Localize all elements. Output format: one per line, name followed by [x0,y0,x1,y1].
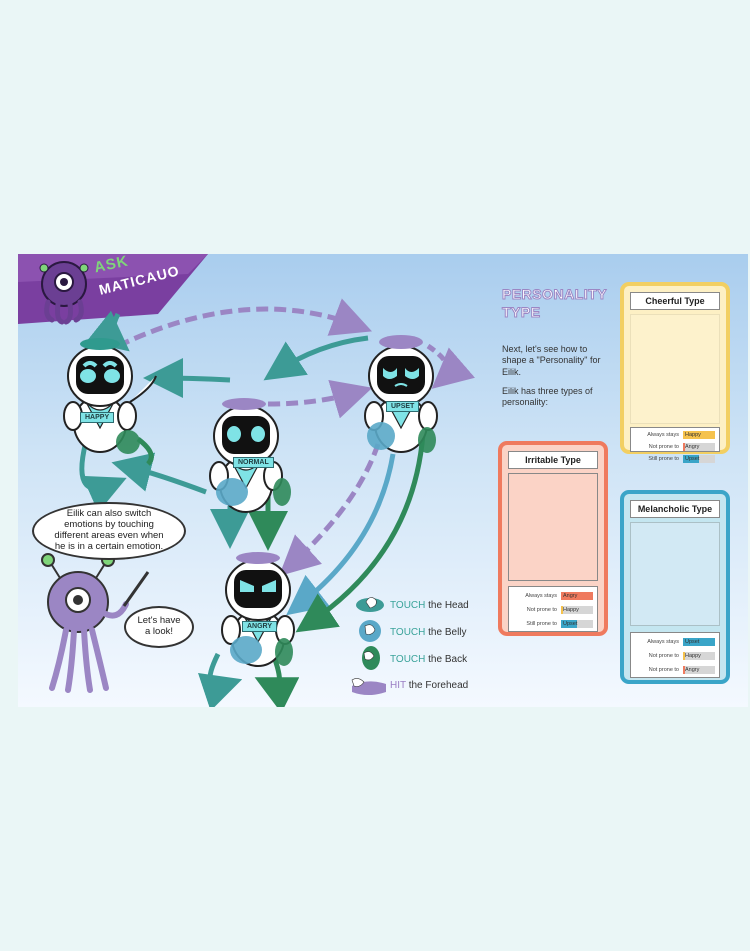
stat-value: Happy [685,432,701,438]
stat-row: Not prone to Happy [635,651,715,661]
robot-label-happy: HAPPY [80,412,115,423]
stat-label: Still prone to [526,621,557,627]
stat-row: Still prone to Upset [513,619,593,629]
stat-label: Not prone to [648,444,679,450]
stat-label: Always stays [525,593,557,599]
stat-bar-fill [683,431,715,439]
stat-bar-fill [561,620,577,628]
stat-label: Always stays [647,639,679,645]
personality-title-line1: PERSONALITY [501,286,608,303]
stat-value: Angry [685,667,700,673]
logo-banner [18,254,208,325]
speech-bubble-small: Let's have a look! [124,606,194,648]
stat-value: Upset [685,639,700,645]
robot-label-normal: NORMAL [233,457,274,468]
stat-value: Upset [685,456,700,462]
stat-bar-fill [683,652,685,660]
stat-bar-fill [561,606,563,614]
personality-intro-2: Eilik has three types of personality: [502,386,593,408]
stat-bar [683,431,715,439]
stat-row: Not prone to Angry [635,442,715,452]
purple-mascot [41,553,150,693]
stat-row: Always stays Happy [635,430,715,440]
stat-value: Happy [685,653,701,659]
stat-bar-fill [561,592,593,600]
stat-value: Angry [685,444,700,450]
stat-label: Not prone to [526,607,557,613]
robot-label-upset: UPSET [386,401,420,412]
illustration-panel: ASK MATICAUO HAPPY NORMAL UPSET ANGRY Ei… [18,254,748,707]
stat-row: Always stays Upset [635,637,715,647]
robot-upset [364,335,438,453]
stat-row: Still prone to Upset [635,454,715,464]
speech-bubble-main: Eilik can also switch emotions by touchi… [32,502,186,560]
card-title-cheerful: Cheerful Type [630,292,720,310]
stat-row: Always stays Angry [513,591,593,601]
card-art-frame-irritable [508,473,598,581]
robot-label-angry: ANGRY [242,621,278,632]
stat-bar [683,666,715,674]
card-title-irritable: Irritable Type [508,451,598,469]
stat-label: Always stays [647,432,679,438]
robot-angry [221,552,295,667]
personality-intro: Next, let's see how to shape a "Personal… [502,344,601,377]
stat-row: Not prone to Angry [635,665,715,675]
hand-belly-icon [359,620,381,642]
stat-bar [561,592,593,600]
stat-bar-fill [683,666,685,674]
card-title-melancholic: Melancholic Type [630,500,720,518]
stat-label: Not prone to [648,653,679,659]
stat-label: Not prone to [648,667,679,673]
stat-bar-fill [683,638,715,646]
legend-icons [351,597,386,695]
stat-row: Not prone to Happy [513,605,593,615]
card-art-frame-cheerful [630,314,720,424]
stat-bar [683,638,715,646]
stat-bar [683,652,715,660]
hit-forehead-icon [351,678,386,695]
stat-bar [683,443,715,451]
robot-happy [63,338,157,454]
hand-head-icon [356,597,384,612]
stat-bar [561,620,593,628]
hand-back-icon [362,646,380,670]
stat-value: Angry [563,593,578,599]
stat-bar [683,455,715,463]
stat-bar [561,606,593,614]
stat-label: Still prone to [648,456,679,462]
card-art-frame-melancholic [630,522,720,626]
stat-bar-fill [683,455,699,463]
transition-arrows [79,298,475,707]
personality-title-line2: TYPE [502,304,541,321]
stat-bar-fill [683,443,685,451]
stat-value: Upset [563,621,578,627]
robot-normal [209,398,291,513]
stat-value: Happy [563,607,579,613]
